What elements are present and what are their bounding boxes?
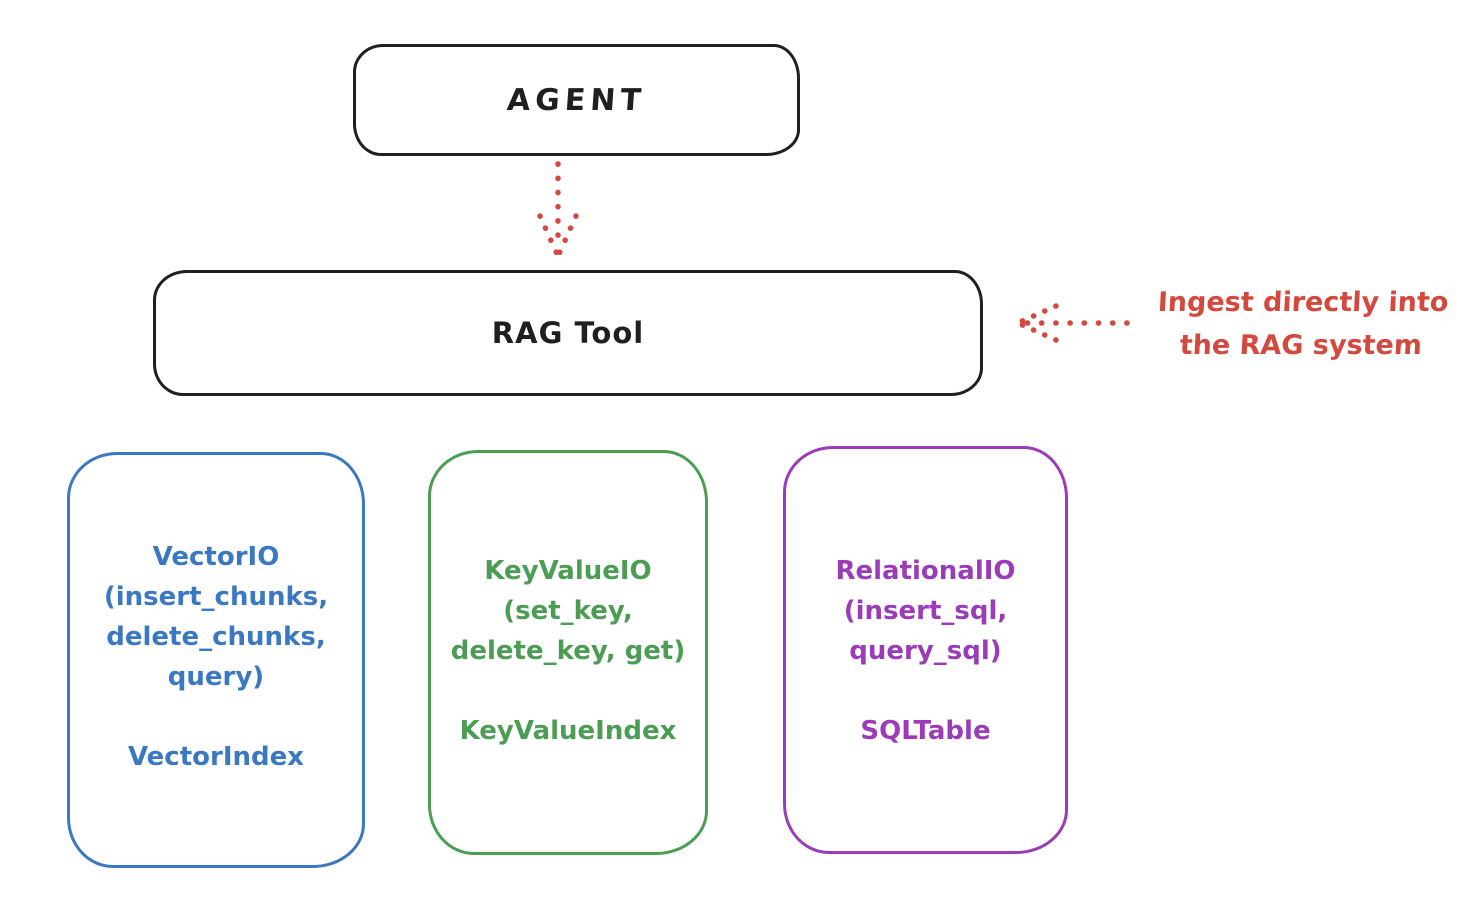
key-value-io-node: KeyValueIO (set_key, delete_key, get) Ke…: [428, 450, 708, 855]
key-value-io-text: KeyValueIO (set_key, delete_key, get) Ke…: [451, 551, 686, 751]
ingest-annotation-line-2: the RAG system: [1178, 330, 1423, 361]
key-value-io-index-label: KeyValueIndex: [459, 716, 677, 746]
key-value-io-method-line: delete_key, get): [450, 636, 686, 666]
vector-io-method-line: delete_chunks,: [106, 622, 326, 652]
key-value-io-title: KeyValueIO: [484, 556, 652, 586]
agent-to-ragtool-dotted-arrow-icon: [537, 161, 579, 257]
relational-io-method-line: (insert_sql,: [843, 596, 1008, 626]
vector-io-method-line: query): [167, 662, 265, 692]
vector-io-index-label: VectorIndex: [127, 742, 305, 772]
vector-io-node: VectorIO (insert_chunks, delete_chunks, …: [67, 452, 365, 868]
relational-io-title: RelationalIO: [835, 556, 1016, 586]
rag-tool-node: RAG Tool: [153, 270, 983, 396]
vector-io-title: VectorIO: [152, 542, 280, 572]
key-value-io-method-line: (set_key,: [503, 596, 633, 626]
agent-node: AGENT: [353, 44, 800, 156]
relational-io-method-line: query_sql): [849, 636, 1002, 666]
ingest-annotation-line-1: Ingest directly into: [1157, 287, 1450, 318]
agent-label: AGENT: [505, 82, 648, 118]
ingest-dotted-arrow-icon: [1017, 303, 1130, 343]
relational-io-text: RelationalIO (insert_sql, query_sql) SQL…: [835, 551, 1015, 751]
vector-io-method-line: (insert_chunks,: [103, 582, 329, 612]
relational-io-index-label: SQLTable: [860, 716, 991, 746]
relational-io-node: RelationalIO (insert_sql, query_sql) SQL…: [783, 446, 1068, 854]
vector-io-text: VectorIO (insert_chunks, delete_chunks, …: [104, 537, 328, 777]
ingest-annotation: Ingest directly into the RAG system: [1130, 281, 1475, 367]
rag-tool-label: RAG Tool: [491, 316, 645, 350]
